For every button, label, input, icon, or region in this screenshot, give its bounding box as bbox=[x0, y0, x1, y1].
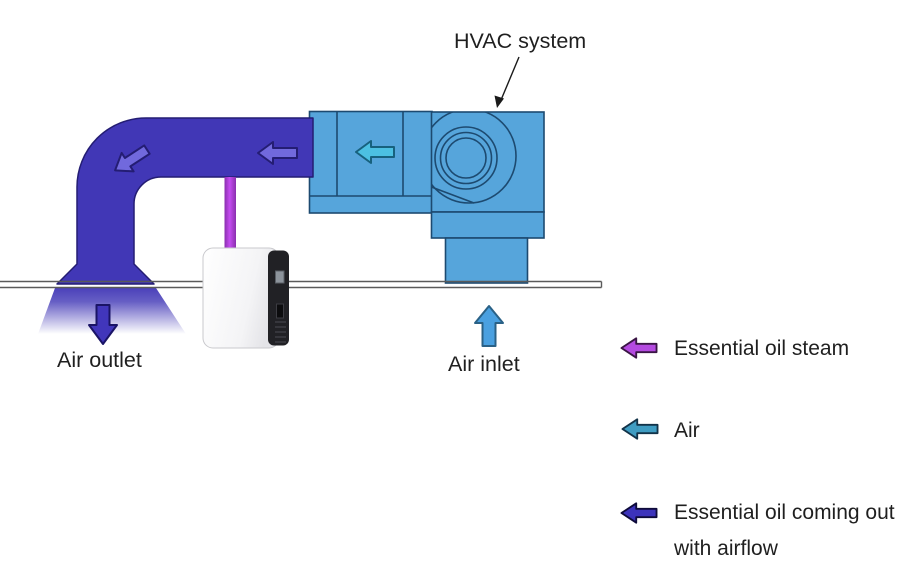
diffuser-vents bbox=[275, 321, 286, 343]
fan-volute bbox=[431, 112, 517, 204]
air-outlet-arrow-icon bbox=[88, 304, 118, 345]
essential-oil-tube bbox=[224, 177, 236, 251]
diffuser-display bbox=[275, 270, 285, 284]
diffuser-port bbox=[276, 303, 284, 319]
hvac-flange bbox=[430, 211, 545, 239]
ceiling-line bbox=[0, 280, 603, 289]
air-inlet-arrow-icon bbox=[474, 305, 504, 347]
duct-flow-arrow-icon bbox=[257, 141, 298, 165]
hvac-unit bbox=[308, 110, 545, 284]
air-inlet-label: Air inlet bbox=[448, 352, 520, 376]
diffuser-body bbox=[202, 247, 280, 349]
outlet-airflow-spray bbox=[38, 288, 186, 334]
duct-flow-arrow-icon bbox=[114, 144, 151, 173]
hvac-inlet-duct bbox=[444, 237, 529, 284]
hvac-label-leader bbox=[494, 56, 520, 108]
hvac-fan-housing bbox=[430, 111, 545, 213]
diffuser-device bbox=[202, 247, 289, 349]
fan-impeller-icon bbox=[434, 126, 498, 190]
hvac-system-label: HVAC system bbox=[454, 29, 587, 53]
air-outlet-label: Air outlet bbox=[57, 348, 142, 372]
hvac-flow-arrow-icon bbox=[355, 140, 395, 164]
